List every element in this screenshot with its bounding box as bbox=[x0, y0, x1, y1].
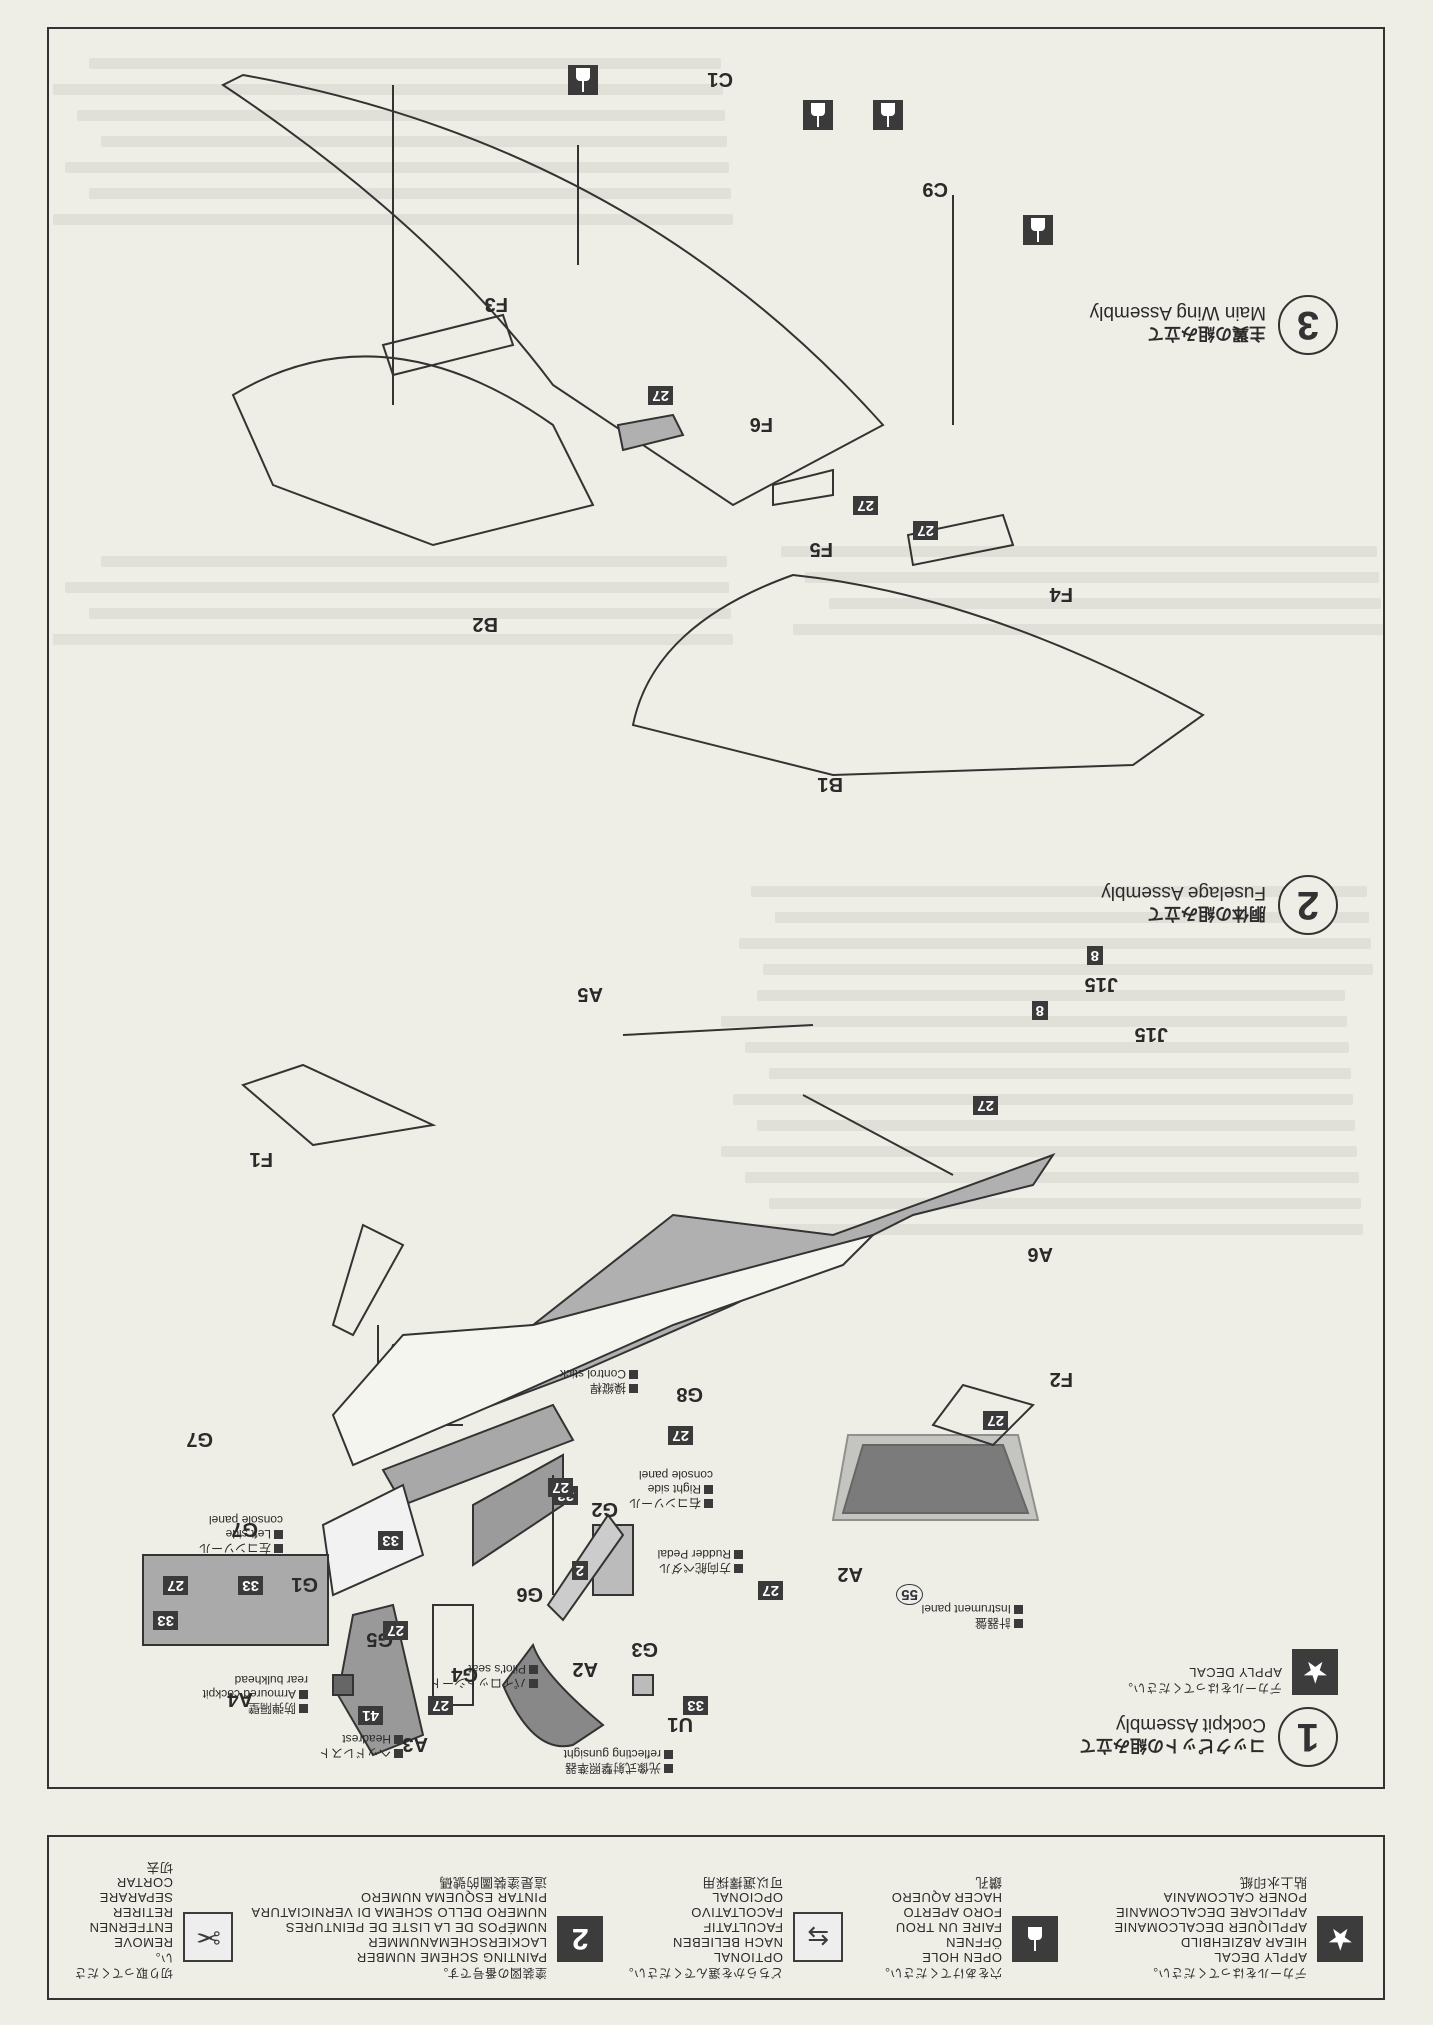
star-icon: ★ bbox=[1292, 1649, 1338, 1695]
drill-icon bbox=[803, 100, 833, 130]
wing-b2-shape bbox=[231, 355, 595, 547]
step-title: Main Wing Assembly bbox=[1089, 302, 1266, 324]
part-label: B2 bbox=[472, 613, 498, 635]
paint-code-badge: 27 bbox=[163, 1576, 188, 1595]
part-label: F4 bbox=[1049, 583, 1073, 605]
left-console-detail-shape bbox=[142, 1554, 329, 1646]
step1-apply-decal: ★ デカールをはってください。 APPLY DECAL bbox=[1120, 1649, 1338, 1695]
part-label: G3 bbox=[631, 1638, 658, 1660]
part-label: A2 bbox=[837, 1563, 863, 1585]
paint-code-badge: 55 bbox=[896, 1584, 923, 1605]
step-title: Cockpit Assembly bbox=[1116, 1714, 1266, 1736]
wing-upper-shape bbox=[221, 73, 885, 507]
paint-code-badge: 33 bbox=[683, 1696, 708, 1715]
paint-code-badge: 27 bbox=[853, 496, 878, 515]
part-label: A6 bbox=[1027, 1243, 1053, 1265]
part-label: F3 bbox=[484, 293, 508, 315]
left-console-shape bbox=[321, 1483, 425, 1597]
step-number-badge: 2 bbox=[1278, 875, 1338, 935]
seat-shape bbox=[501, 1642, 605, 1748]
step-2-header: 2 胴体の組み立て Fuselage Assembly bbox=[1101, 875, 1338, 935]
part-label: G2 bbox=[591, 1498, 618, 1520]
paint-code-badge: 27 bbox=[383, 1621, 408, 1640]
part-label: F2 bbox=[1049, 1368, 1073, 1390]
part-label: J15 bbox=[1084, 973, 1118, 995]
wing-b1-shape bbox=[631, 573, 1205, 777]
part-label: A2 bbox=[572, 1658, 598, 1680]
flap-f5-shape bbox=[772, 468, 834, 507]
tailplane-f2-shape bbox=[931, 1383, 1035, 1447]
part-label: A3 bbox=[402, 1733, 428, 1755]
paint-code-badge: 8 bbox=[1086, 946, 1103, 965]
part-label: F6 bbox=[749, 413, 773, 435]
part-label: A5 bbox=[577, 983, 603, 1005]
fin-shape bbox=[331, 1223, 405, 1337]
paint-code-badge: 33 bbox=[378, 1531, 403, 1550]
drill-icon bbox=[568, 65, 598, 95]
paint-code-badge: 33 bbox=[238, 1576, 263, 1595]
seat-frame-shape bbox=[432, 1604, 474, 1706]
part-label: B1 bbox=[817, 773, 843, 795]
paint-code-badge: 27 bbox=[668, 1426, 693, 1445]
drill-icon bbox=[1023, 215, 1053, 245]
paint-code-badge: 27 bbox=[983, 1411, 1008, 1430]
paint-code-badge: 8 bbox=[1031, 1001, 1048, 1020]
paint-code-badge: 41 bbox=[358, 1706, 383, 1725]
headrest-shape bbox=[332, 1674, 354, 1696]
part-label: G7 bbox=[186, 1428, 213, 1450]
step-number-badge: 1 bbox=[1278, 1707, 1338, 1767]
part-label: C9 bbox=[922, 178, 948, 200]
floor-g8-shape bbox=[381, 1403, 575, 1507]
paint-code-badge: 27 bbox=[548, 1478, 573, 1497]
part-label: J15 bbox=[1134, 1023, 1168, 1045]
step-3-header: 3 主翼の組み立て Main Wing Assembly bbox=[1090, 295, 1338, 355]
tailplane-f1-shape bbox=[241, 1063, 437, 1147]
flap-f6-shape bbox=[616, 413, 685, 452]
paint-code-badge: 27 bbox=[758, 1581, 783, 1600]
paint-code-badge: 2 bbox=[571, 1561, 588, 1580]
flap-f4-shape bbox=[906, 513, 1015, 567]
part-label: C1 bbox=[707, 68, 733, 90]
right-console-shape bbox=[472, 1453, 564, 1567]
part-label: G1 bbox=[291, 1573, 318, 1595]
paint-code-badge: 27 bbox=[428, 1696, 453, 1715]
step-title: Fuselage Assembly bbox=[1101, 882, 1266, 904]
paint-code-badge: 27 bbox=[913, 521, 938, 540]
flap-f3-shape bbox=[381, 313, 515, 377]
step-number-badge: 3 bbox=[1278, 295, 1338, 355]
gunsight-shape bbox=[632, 1674, 654, 1696]
step2-drawings bbox=[241, 1024, 1056, 1467]
paint-code-badge: 33 bbox=[153, 1611, 178, 1630]
drill-icon bbox=[873, 100, 903, 130]
paint-code-badge: 27 bbox=[973, 1096, 998, 1115]
part-label: G6 bbox=[516, 1583, 543, 1605]
part-label: F1 bbox=[249, 1148, 273, 1170]
part-label: G8 bbox=[676, 1383, 703, 1405]
instrument-panel-rim bbox=[831, 1434, 1040, 1521]
fuselage-a5-shape bbox=[331, 1233, 877, 1467]
part-label: F5 bbox=[809, 538, 833, 560]
part-label: U1 bbox=[667, 1713, 693, 1735]
step-1-header: 1 コックピットの組み立て Cockpit Assembly bbox=[1079, 1707, 1338, 1767]
paint-code-badge: 27 bbox=[648, 386, 673, 405]
step3-drawings bbox=[221, 73, 1205, 777]
